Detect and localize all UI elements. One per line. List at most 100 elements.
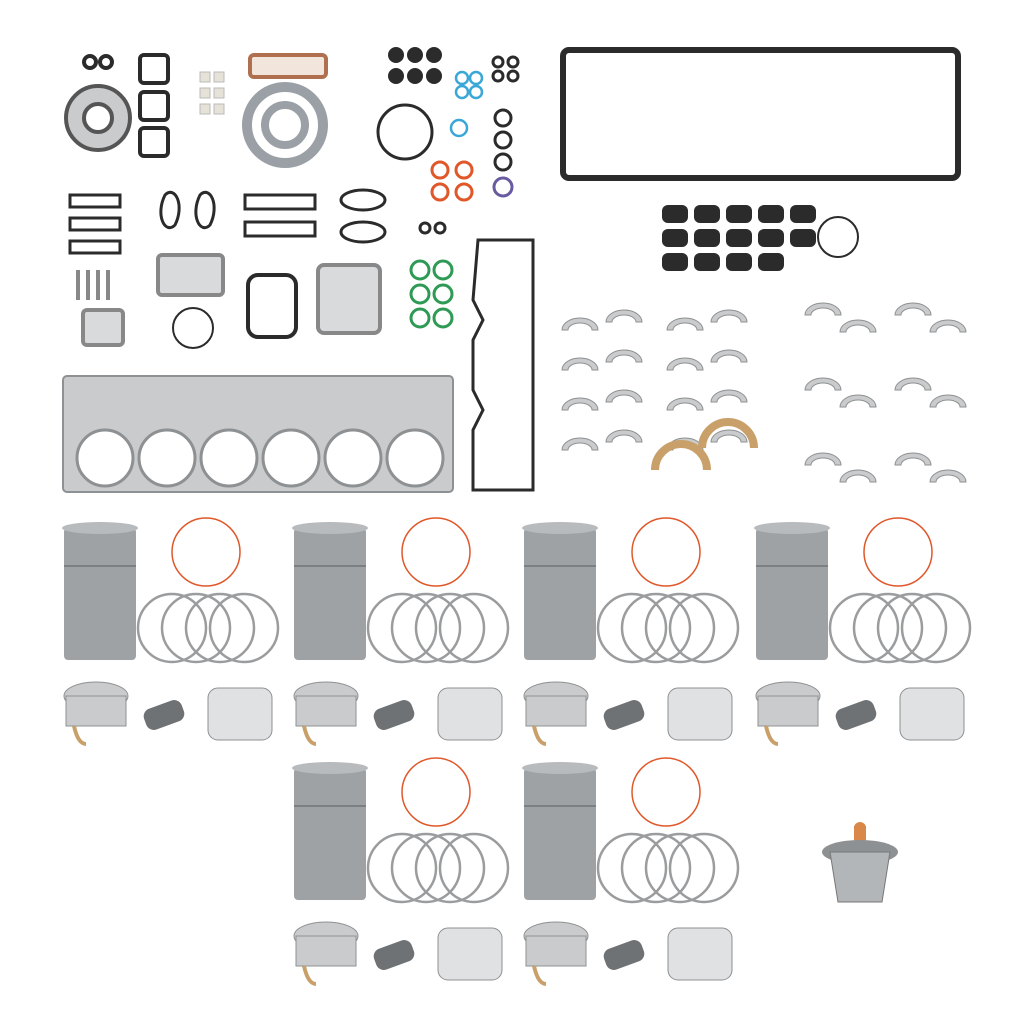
piston-ring	[390, 592, 462, 664]
cylinder-liner	[294, 768, 366, 900]
cylinder-kit	[522, 757, 740, 986]
cylinder-kit	[522, 517, 740, 746]
piston-ring	[852, 592, 924, 664]
bearing-shell	[804, 452, 842, 466]
main-bearings	[804, 302, 967, 483]
bearing-shell	[666, 397, 704, 411]
piston-ring	[668, 832, 740, 904]
piston-ring	[414, 592, 486, 664]
cylinder-bore	[137, 428, 197, 488]
grommet	[662, 205, 688, 223]
turbo-gasket	[156, 253, 225, 297]
liner-seal-ring	[401, 517, 471, 587]
cylinder-bore	[385, 428, 445, 488]
rod-bearings	[561, 309, 748, 451]
bearing-shell	[710, 429, 748, 443]
grommet	[662, 229, 688, 247]
piston-pin	[835, 700, 877, 730]
piston-pin	[373, 940, 415, 970]
grommet	[694, 229, 720, 247]
piston-ring	[136, 592, 208, 664]
bearing-shell	[894, 452, 932, 466]
cylinder-liner	[524, 528, 596, 660]
bearing-shell	[839, 319, 877, 333]
piston-ring	[208, 592, 280, 664]
cylinder-liner	[524, 768, 596, 900]
grommet	[758, 229, 784, 247]
bearing-shell	[710, 349, 748, 363]
bearing-shell	[839, 469, 877, 483]
liner-seal-ring	[401, 757, 471, 827]
cylinder-kit	[292, 517, 510, 746]
piston-pin	[603, 940, 645, 970]
bearing-shell	[710, 309, 748, 323]
bearing-shell	[710, 389, 748, 403]
bearing-shell	[605, 309, 643, 323]
bearing-shell	[894, 377, 932, 391]
piston-ring	[390, 832, 462, 904]
bearing-shell	[929, 469, 967, 483]
square-gasket	[138, 53, 170, 85]
bearing-shell	[929, 319, 967, 333]
piston-side-view	[437, 927, 503, 981]
piston-ring	[366, 832, 438, 904]
grommet	[726, 229, 752, 247]
piston-ring	[900, 592, 972, 664]
piston-ring	[438, 832, 510, 904]
piston-ring	[366, 592, 438, 664]
cylinder-liner	[294, 528, 366, 660]
bearing-shell	[561, 357, 599, 371]
grommet	[726, 205, 752, 223]
black-port-gasket	[246, 273, 298, 339]
piston-pin	[603, 700, 645, 730]
valve-cover-gasket	[560, 47, 961, 181]
grommet	[662, 253, 688, 271]
piston-ring	[184, 592, 256, 664]
piston-side-view	[437, 687, 503, 741]
small-gaskets-cluster	[64, 47, 520, 349]
piston-ring	[160, 592, 232, 664]
bearing-shell	[561, 437, 599, 451]
o-ring	[817, 216, 859, 258]
piston-ring	[828, 592, 900, 664]
bearing-shell	[605, 349, 643, 363]
cylinder-bore	[261, 428, 321, 488]
cylinder-bore	[199, 428, 259, 488]
cylinder-kit	[754, 517, 972, 746]
piston-ring	[644, 832, 716, 904]
bearing-shell	[894, 302, 932, 316]
piston-side-view	[207, 687, 273, 741]
cylinder-bore	[75, 428, 135, 488]
grommet	[790, 229, 816, 247]
piston-ring	[620, 592, 692, 664]
piston-ring	[438, 592, 510, 664]
piston-side-view	[899, 687, 965, 741]
bearing-shell	[561, 317, 599, 331]
valve-cover-gasket-small	[248, 53, 328, 79]
grommet	[758, 205, 784, 223]
piston-ring	[644, 592, 716, 664]
cylinder-kit	[62, 517, 280, 746]
bearing-shell	[929, 394, 967, 408]
piston-side-view	[667, 687, 733, 741]
cylinder-kits	[62, 517, 972, 986]
seal-grommets	[662, 205, 816, 271]
bearing-shell	[605, 429, 643, 443]
piston-ring	[596, 832, 668, 904]
grommet	[694, 253, 720, 271]
bearing-shell	[605, 389, 643, 403]
grommet	[790, 205, 816, 223]
liner-seal-ring	[171, 517, 241, 587]
piston-side-view	[667, 927, 733, 981]
cylinder-liner	[64, 528, 136, 660]
large-o-ring	[376, 103, 434, 161]
thermostat	[822, 822, 898, 903]
grommet	[758, 253, 784, 271]
piston-ring	[620, 832, 692, 904]
bearing-shell	[561, 397, 599, 411]
piston-ring	[668, 592, 740, 664]
piston-pin	[143, 700, 185, 730]
bearing-shell	[666, 357, 704, 371]
cylinder-liner	[756, 528, 828, 660]
oil-pan-gasket	[471, 238, 535, 492]
